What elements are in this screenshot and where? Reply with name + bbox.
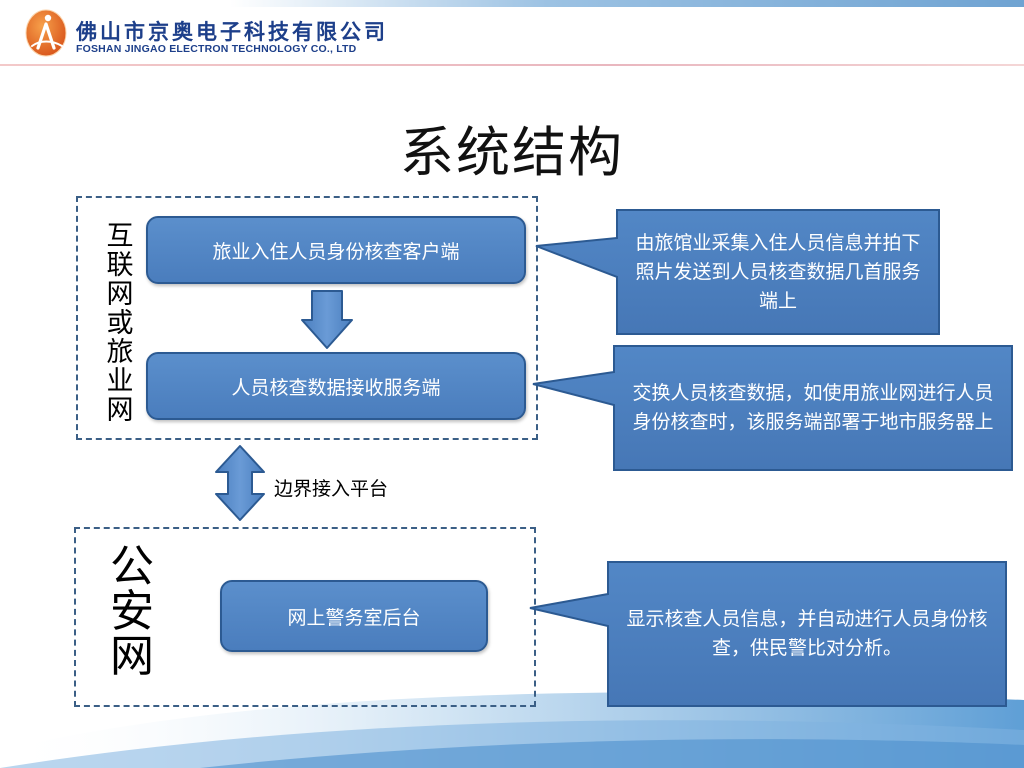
zone-internet [76, 196, 538, 440]
company-name-en: FOSHAN JINGAO ELECTRON TECHNOLOGY CO., L… [76, 43, 357, 55]
node-police-backend: 网上警务室后台 [220, 580, 488, 652]
node-hotel-client: 旅业入住人员身份核查客户端 [146, 216, 526, 284]
callout-1-text: 由旅馆业采集入住人员信息并拍下照片发送到人员核查数据几首服务端上 [635, 231, 921, 312]
zone-label-char: 或 [106, 308, 134, 339]
node-data-server: 人员核查数据接收服务端 [146, 352, 526, 420]
header-divider [0, 64, 1024, 66]
callout-3-shape [529, 561, 1007, 707]
arrow-down-icon [301, 290, 353, 349]
zone-label-char: 旅 [106, 337, 134, 368]
zone-police-network [74, 527, 536, 707]
zone-label-char: 安 [110, 586, 154, 637]
company-name-cn: 佛山市京奥电子科技有限公司 [76, 20, 388, 44]
zone-label-char: 联 [106, 250, 134, 281]
callout-3-text: 显示核查人员信息，并自动进行人员身份核查，供民警比对分析。 [626, 608, 988, 659]
zone-police-label: 公 安 网 [100, 544, 164, 679]
zone-label-char: 互 [106, 221, 134, 252]
zone-label-char: 公 [110, 541, 154, 592]
page-title: 系统结构 [400, 121, 624, 184]
zone-label-char: 网 [110, 631, 154, 682]
zone-label-char: 业 [106, 366, 134, 397]
background-wave [0, 692, 1024, 768]
callout-1-shape [535, 209, 940, 335]
jingao-logo-icon [25, 9, 67, 57]
zone-internet-label: 互 联 网 或 旅 业 网 [98, 222, 142, 425]
header-top-stripe [230, 0, 1024, 7]
zone-label-char: 网 [106, 395, 134, 426]
zone-label-char: 网 [106, 279, 134, 310]
double-arrow-icon [215, 445, 265, 521]
callout-2-text: 交换人员核查数据，如使用旅业网进行人员身份核查时，该服务端部署于地市服务器上 [632, 382, 994, 433]
callout-2-shape [532, 345, 1013, 471]
bridge-platform-label: 边界接入平台 [274, 478, 389, 500]
